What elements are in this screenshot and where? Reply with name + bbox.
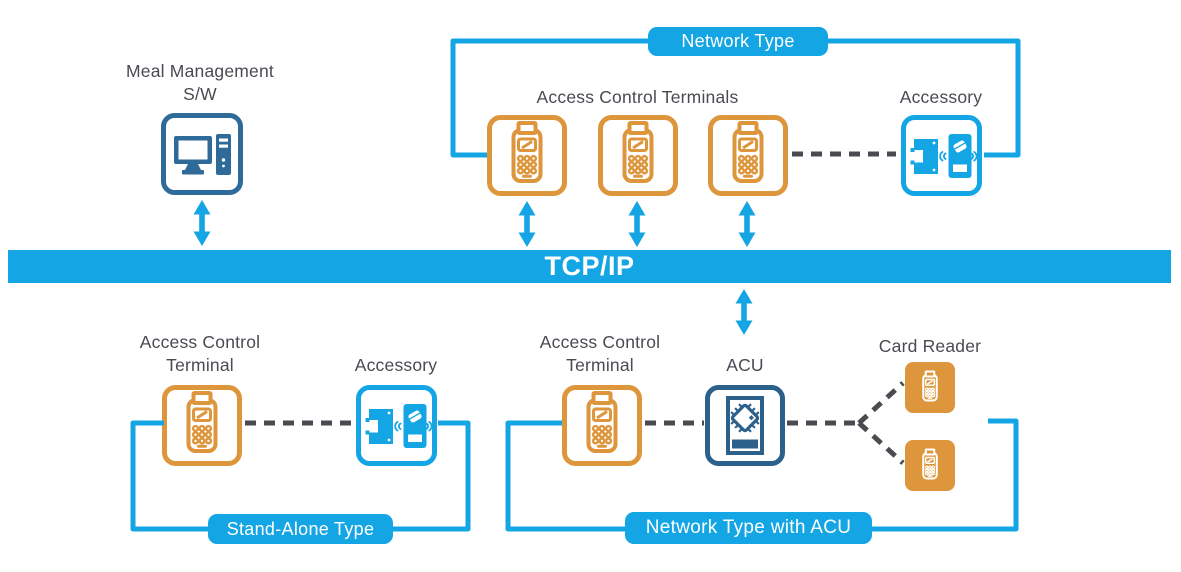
access-terminal-icon: [562, 385, 642, 466]
dashed-link-terminal-acu: [645, 420, 704, 426]
standalone-accessory-label: Accessory: [354, 355, 438, 375]
tcpip-label: TCP/IP: [544, 251, 635, 281]
card-reader-icon: [905, 440, 955, 491]
dashed-link-terminal-accessory: [245, 420, 354, 426]
double-arrow-icon: [517, 201, 537, 247]
network-type-badge: Network Type: [648, 27, 828, 56]
access-terminal-icon: [708, 115, 788, 196]
connector-network-type-left: [450, 38, 648, 158]
tcpip-backbone-bar: TCP/IP: [8, 250, 1171, 283]
standalone-type-badge: Stand-Alone Type: [208, 514, 393, 544]
double-arrow-icon: [627, 201, 647, 247]
double-arrow-icon: [737, 201, 757, 247]
card-reader-label: Card Reader: [878, 336, 982, 356]
acu-label: ACU: [726, 355, 764, 375]
connector-network-acu-right: [872, 418, 1019, 532]
card-reader-icon: [905, 362, 955, 413]
wireless-accessory-icon: [901, 115, 982, 196]
connector-standalone-left: [130, 420, 208, 532]
connector-standalone-right: [393, 420, 471, 532]
standalone-terminal-label: Access Control Terminal: [139, 332, 261, 376]
meal-management-label: Meal Management S/W: [126, 61, 274, 105]
dashed-link-acu-readers: [787, 381, 905, 465]
access-terminal-icon: [598, 115, 678, 196]
connector-network-type-right: [828, 38, 1021, 158]
access-terminal-icon: [162, 385, 242, 466]
access-control-terminals-label: Access Control Terminals: [536, 87, 739, 107]
connector-network-acu-left: [505, 420, 625, 532]
double-arrow-icon: [734, 289, 754, 335]
dashed-link-terminals-accessory: [792, 151, 896, 157]
acu-chip-icon: [705, 385, 785, 466]
accessory-label-top: Accessory: [899, 87, 983, 107]
access-terminal-icon: [487, 115, 567, 196]
network-type-acu-badge: Network Type with ACU: [625, 512, 872, 544]
double-arrow-icon: [192, 200, 212, 246]
wireless-accessory-icon: [356, 385, 437, 466]
desktop-computer-icon: [161, 113, 243, 195]
acu-terminal-label: Access Control Terminal: [539, 332, 661, 376]
